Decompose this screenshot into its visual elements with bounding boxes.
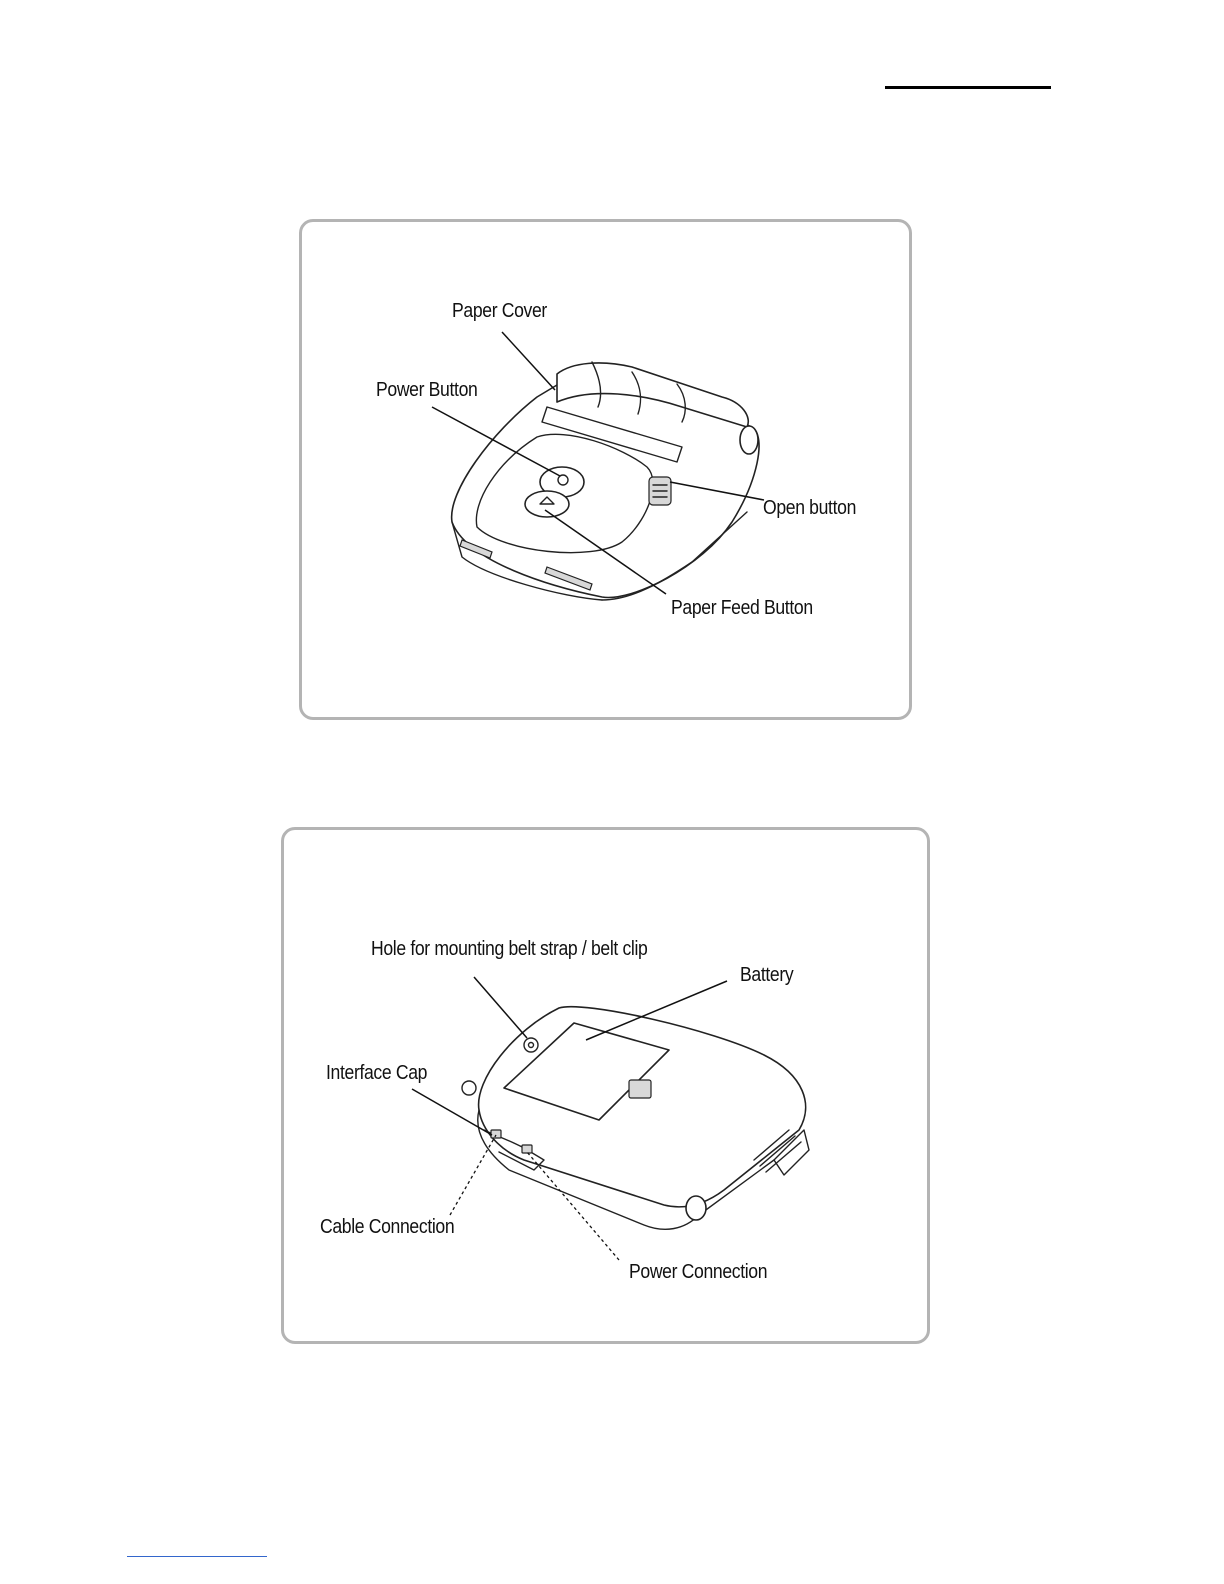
power-port-shape — [522, 1145, 532, 1153]
paper-cover-leader — [502, 332, 555, 390]
printer-bottom-illustration — [284, 830, 933, 1347]
printer-bottom-view-figure: Hole for mounting belt strap / belt clip… — [281, 827, 930, 1344]
power-connection-label: Power Connection — [629, 1261, 767, 1284]
header-rule — [885, 86, 1051, 89]
cable-connection-label: Cable Connection — [320, 1216, 454, 1239]
paper-feed-button-label: Paper Feed Button — [671, 597, 813, 620]
power-button-label: Power Button — [376, 379, 477, 402]
cable-connection-leader — [450, 1135, 496, 1215]
battery-label: Battery — [740, 964, 793, 987]
interface-cap-label: Interface Cap — [326, 1062, 427, 1085]
paper-cover-label: Paper Cover — [452, 300, 547, 323]
cable-port-shape — [491, 1130, 501, 1138]
open-button-label: Open button — [763, 497, 856, 520]
footer-rule — [127, 1556, 267, 1557]
belt-hole-leader — [474, 977, 527, 1038]
printer-body-bottom — [462, 1007, 809, 1230]
printer-top-view-figure: Paper Cover Power Button Open button Pap… — [299, 219, 912, 720]
printer-body — [452, 362, 759, 600]
printer-top-illustration — [302, 222, 915, 723]
belt-hole-label: Hole for mounting belt strap / belt clip — [371, 938, 647, 961]
